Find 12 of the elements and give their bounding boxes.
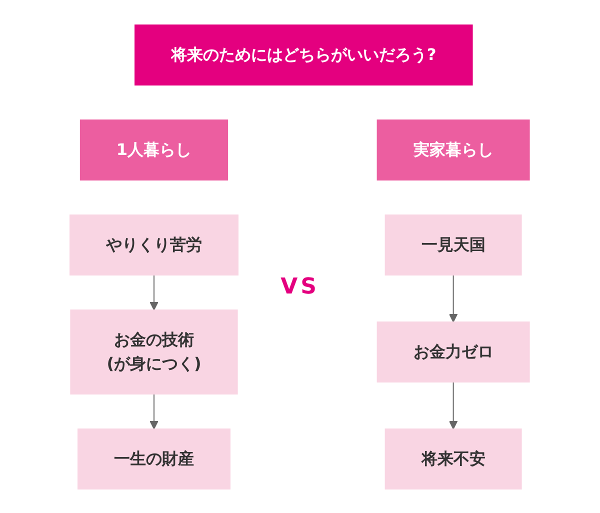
node-box: 1人暮らし xyxy=(80,119,228,180)
arrow xyxy=(449,381,458,429)
node-box: やりくり苦労 xyxy=(70,214,239,275)
arrow xyxy=(150,274,159,310)
node-box: お金力ゼロ xyxy=(377,321,530,382)
vs-label: VS xyxy=(280,274,320,300)
node-box: 一見天国 xyxy=(385,214,522,275)
node-box: お金の技術 (が身につく) xyxy=(70,309,238,394)
node-box: 一生の財産 xyxy=(78,428,231,489)
arrow xyxy=(150,393,159,429)
node-box: 実家暮らし xyxy=(377,119,530,180)
arrow xyxy=(449,274,458,322)
